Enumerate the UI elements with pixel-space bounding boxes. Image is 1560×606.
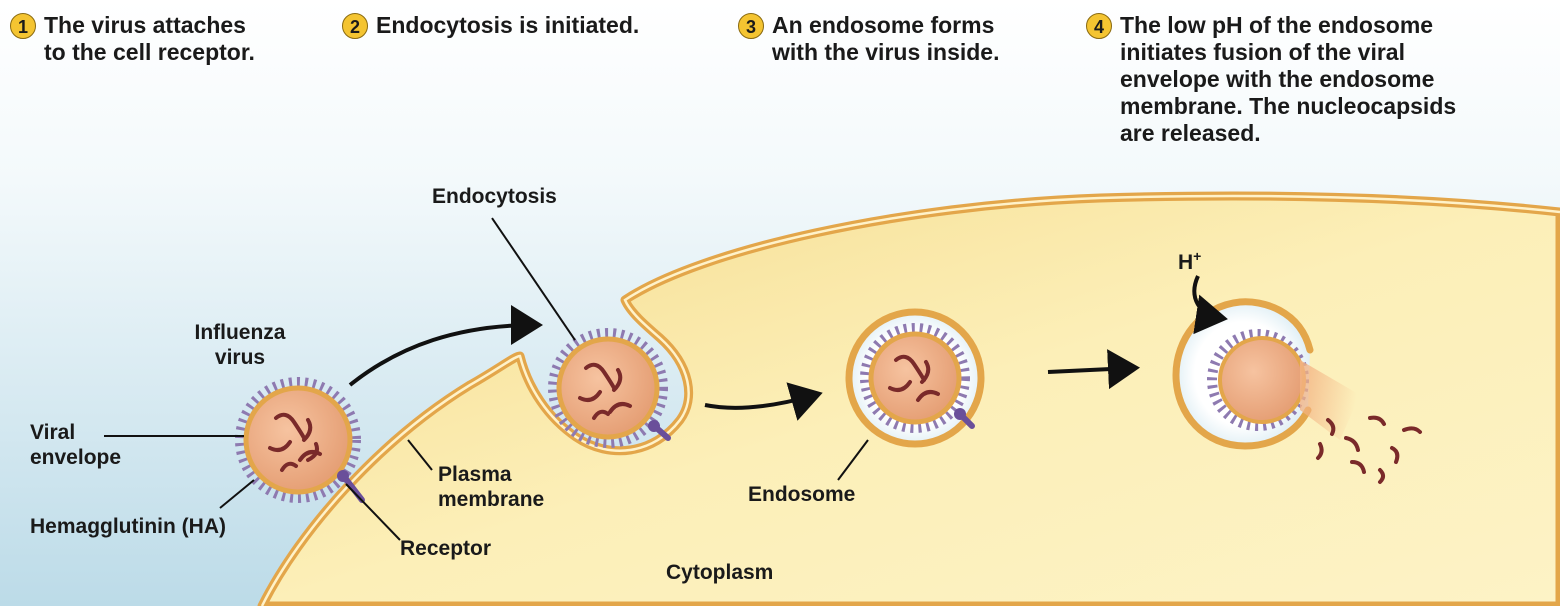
leader-hemagglutinin [219, 479, 255, 509]
fusion-burst [1300, 360, 1360, 440]
released-nucleocapsids [1316, 415, 1422, 484]
endocytosing-virion [548, 328, 671, 448]
step-2-text: Endocytosis is initiated. [376, 12, 640, 38]
label-receptor: Receptor [400, 537, 492, 560]
leader-endocytosis [491, 217, 576, 341]
step-3-text: An endosome forms with the virus inside. [772, 12, 1000, 65]
label-endosome: Endosome [748, 483, 856, 506]
step-1-badge: 1 [10, 13, 36, 39]
step-3: 3 An endosome forms with the virus insid… [738, 12, 1068, 66]
label-influenza-virus: Influenza virus [194, 321, 286, 369]
arrow-step-3-4 [1047, 349, 1140, 390]
viral-envelope [243, 385, 353, 495]
leader-receptor [345, 483, 401, 541]
arrow-step-1-2 [348, 305, 543, 387]
fusing-endosome [1172, 298, 1422, 484]
endosome-vesicle [845, 308, 985, 448]
step-2: 2 Endocytosis is initiated. [342, 12, 722, 39]
step-1-text: The virus attaches to the cell receptor. [44, 12, 255, 65]
step-3-badge: 3 [738, 13, 764, 39]
leader-lines [104, 217, 869, 541]
step-4-text: The low pH of the endosome initiates fus… [1120, 12, 1457, 146]
label-viral-envelope: Viral envelope [30, 421, 122, 469]
leader-plasma-membrane [407, 439, 433, 471]
step-1: 1 The virus attaches to the cell recepto… [10, 12, 330, 66]
label-plasma-membrane: Plasma membrane [438, 463, 545, 511]
ha-spikes [235, 377, 361, 503]
label-endocytosis: Endocytosis [432, 185, 557, 208]
label-proton: H+ [1178, 244, 1238, 275]
proton-symbol: H [1178, 251, 1194, 274]
influenza-virion [235, 377, 361, 503]
step-4-badge: 4 [1086, 13, 1112, 39]
nucleocapsids [268, 412, 322, 472]
arrow-step-2-3 [704, 382, 823, 421]
leader-endosome [837, 439, 869, 481]
proton-charge: + [1193, 248, 1202, 264]
membrane-highlight [260, 194, 1560, 606]
step-2-badge: 2 [342, 13, 368, 39]
label-hemagglutinin: Hemagglutinin (HA) [30, 515, 226, 538]
label-cytoplasm: Cytoplasm [666, 561, 774, 584]
step-4: 4 The low pH of the endosome initiates f… [1086, 12, 1526, 147]
arrow-proton-entry [1192, 275, 1228, 335]
